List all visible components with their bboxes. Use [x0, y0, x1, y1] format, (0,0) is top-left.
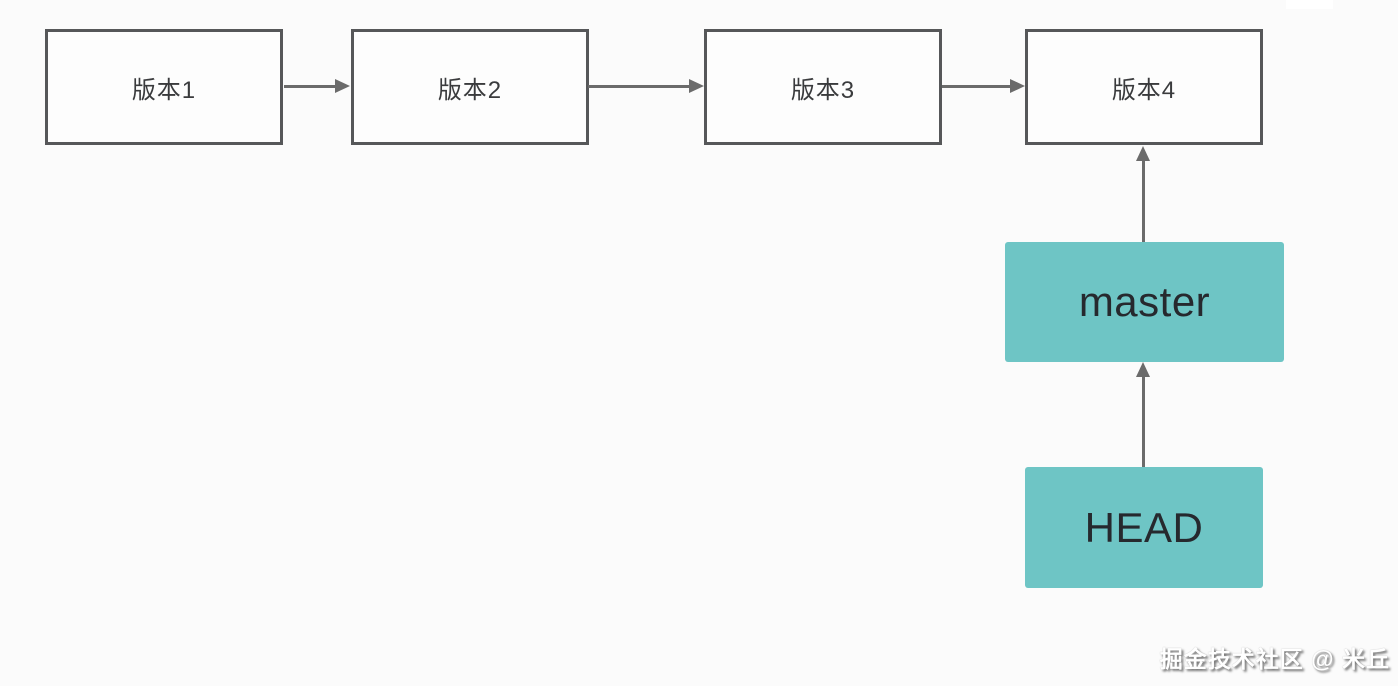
arrow-version3-to-version4-icon [942, 79, 1025, 93]
node-master: master [1005, 242, 1284, 362]
node-head: HEAD [1025, 467, 1263, 588]
node-master-label: master [1078, 278, 1211, 325]
arrow-head-to-master-icon [1136, 362, 1150, 467]
node-version-3: 版本3 [704, 29, 942, 145]
arrow-version1-to-version2-icon [284, 79, 350, 93]
node-head-label: HEAD [1084, 503, 1204, 551]
node-version-3-label: 版本3 [790, 76, 856, 104]
node-version-1-label: 版本1 [131, 76, 197, 104]
node-version-2: 版本2 [351, 29, 589, 145]
top-right-notch [1286, 0, 1333, 9]
arrow-master-to-version4-icon [1136, 146, 1150, 242]
watermark-text: 掘金技术社区 @ 米丘 [1159, 646, 1390, 672]
node-version-4-label: 版本4 [1111, 76, 1177, 104]
arrow-version2-to-version3-icon [588, 79, 704, 93]
node-version-2-label: 版本2 [437, 76, 503, 104]
node-version-1: 版本1 [45, 29, 283, 145]
node-version-4: 版本4 [1025, 29, 1263, 145]
